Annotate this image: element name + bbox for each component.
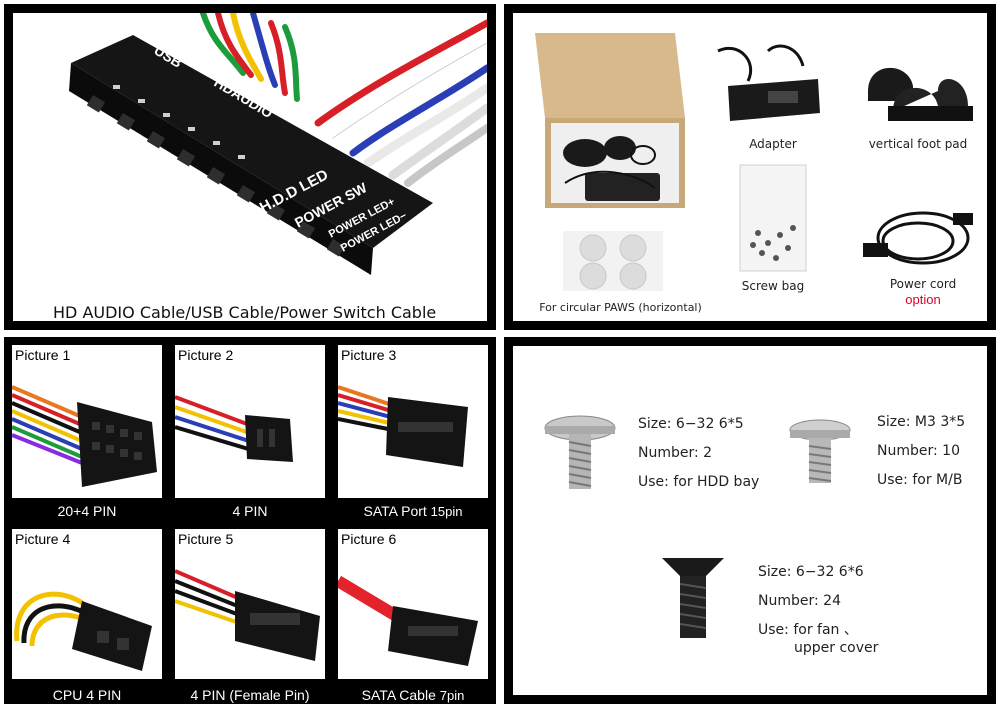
connector-caption: SATA Port 15pin xyxy=(338,503,488,519)
connector-cell-6: Picture 6 xyxy=(338,529,488,679)
screw-size: Size: 6−32 6*6 xyxy=(758,564,864,580)
connector-caption-sub: 7pin xyxy=(439,688,465,703)
connector-title: Picture 4 xyxy=(15,531,71,547)
sata-power-icon xyxy=(338,385,468,467)
connector-cell-5: Picture 5 xyxy=(175,529,325,679)
rubber-feet-icon xyxy=(563,231,663,291)
foot-pad-label: vertical foot pad xyxy=(868,137,968,151)
header-cable-caption: HD AUDIO Cable/USB Cable/Power Switch Ca… xyxy=(53,303,437,322)
silver-screw-icon xyxy=(544,415,616,489)
connector-caption: 4 PIN (Female Pin) xyxy=(175,687,325,703)
connector-caption-text: 4 PIN xyxy=(232,503,268,519)
connector-caption-text: SATA Cable xyxy=(361,687,436,703)
rubber-feet-label: For circular PAWS (horizontal) xyxy=(539,301,702,314)
connector-cell-1: Picture 1 xyxy=(12,345,162,498)
atx-24pin-icon xyxy=(12,385,157,487)
screw-size: Size: M3 3*5 xyxy=(877,414,966,430)
header-cable-illustration: USB HDAUDIO H.D.D LED POWER SW POWER LED… xyxy=(69,10,492,275)
screw-bag-icon xyxy=(739,164,807,272)
connector-cell-2: Picture 2 xyxy=(175,345,325,498)
connector-caption-text: 20+4 PIN xyxy=(57,503,117,519)
connector-caption: CPU 4 PIN xyxy=(12,687,162,703)
screws-area: Size: 6−32 6*5 Number: 2 Use: for HDD ba… xyxy=(513,346,987,695)
screw-number: Number: 10 xyxy=(877,443,960,459)
black-screw-icon xyxy=(662,558,724,638)
connector-caption: 4 PIN xyxy=(175,503,325,519)
adapter-label: Adapter xyxy=(749,137,797,151)
screw-use-continued: upper cover xyxy=(794,640,879,656)
accessories-panel: Adapter vertical foot pad For circular P… xyxy=(504,4,996,330)
connector-cell-3: Picture 3 xyxy=(338,345,488,498)
connector-caption-text: 4 PIN (Female Pin) xyxy=(190,687,310,703)
connector-cell-4: Picture 4 xyxy=(12,529,162,679)
connector-title: Picture 1 xyxy=(15,347,71,363)
connector-caption: SATA Cable 7pin xyxy=(338,687,488,703)
header-cable-panel: USB HDAUDIO H.D.D LED POWER SW POWER LED… xyxy=(4,4,496,330)
sata-cable-icon xyxy=(338,575,478,666)
connector-caption-text: CPU 4 PIN xyxy=(52,687,122,703)
foot-pad-icon xyxy=(868,67,973,121)
connector-caption-sub: 15pin xyxy=(430,504,463,519)
screw-spec-2: Size: M3 3*5 Number: 10 Use: for M/B xyxy=(877,408,965,495)
connector-title: Picture 3 xyxy=(341,347,397,363)
option-label: option xyxy=(905,292,941,307)
screw-size: Size: 6−32 6*5 xyxy=(638,416,744,432)
screw-use: Use: for fan 、 xyxy=(758,622,858,638)
cpu-4pin-icon xyxy=(14,591,152,671)
screw-spec-3: Size: 6−32 6*6 Number: 24 Use: for fan 、… xyxy=(758,558,878,657)
screw-spec-1: Size: 6−32 6*5 Number: 2 Use: for HDD ba… xyxy=(638,410,759,497)
screw-use: Use: for M/B xyxy=(877,472,963,488)
accessories-area: Adapter vertical foot pad For circular P… xyxy=(513,13,987,321)
screw-use: Use: for HDD bay xyxy=(638,474,760,490)
connector-title: Picture 2 xyxy=(178,347,234,363)
connector-title: Picture 6 xyxy=(341,531,397,547)
packing-box-icon xyxy=(535,33,685,208)
connector-caption-text: SATA Port xyxy=(363,503,427,519)
adapter-icon xyxy=(717,44,820,121)
silver-mb-screw-icon xyxy=(789,419,851,483)
connector-title: Picture 5 xyxy=(178,531,234,547)
molex-female-icon xyxy=(175,569,320,661)
header-cable-area: USB HDAUDIO H.D.D LED POWER SW POWER LED… xyxy=(13,10,492,322)
screws-panel: Size: 6−32 6*5 Number: 2 Use: for HDD ba… xyxy=(504,337,996,704)
power-cord-icon xyxy=(863,211,973,265)
screw-number: Number: 24 xyxy=(758,593,841,609)
molex-4pin-icon xyxy=(175,395,293,462)
screw-number: Number: 2 xyxy=(638,445,713,461)
connector-caption: 20+4 PIN xyxy=(12,503,162,519)
connectors-panel: Picture 1 20+4 PIN Picture 2 xyxy=(4,337,496,704)
power-cord-label: Power cord xyxy=(889,277,957,291)
screw-bag-label: Screw bag xyxy=(741,279,805,293)
